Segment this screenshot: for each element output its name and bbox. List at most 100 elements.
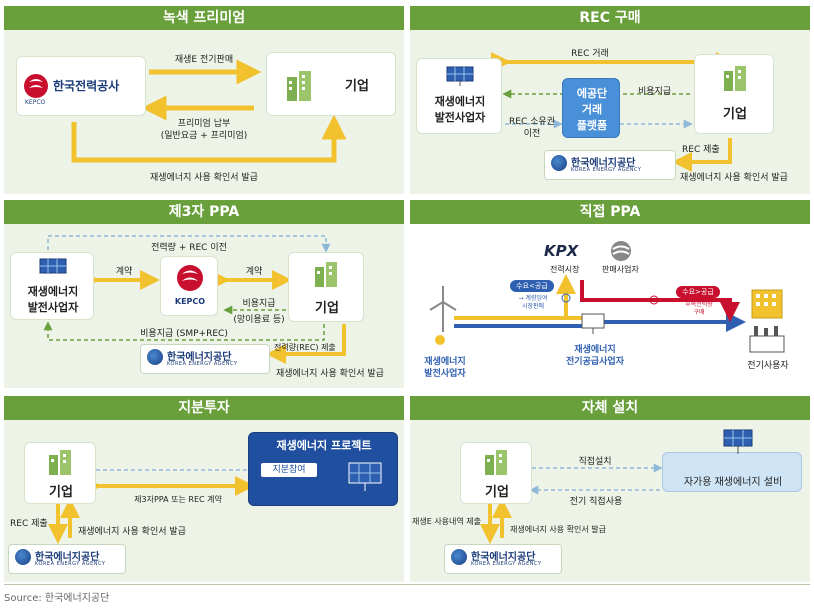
- label-cost1: 비용지급: [242, 299, 276, 309]
- demand-shortage-tag: 수요>공급 부족전력량 구매: [674, 286, 726, 318]
- kea-emblem-icon: [551, 155, 567, 171]
- label-certificate: 재생에너지 사용 확인서 발급: [510, 525, 606, 534]
- company-label: 기업: [723, 107, 747, 122]
- kepco-box: 한국전력공사 KEPCO: [16, 56, 146, 116]
- label-contract-left: 계약: [115, 267, 133, 277]
- panel-green-premium: 녹색 프리미엄 한국전력공사 KEPCO 기업 재생E 전기판매: [4, 6, 404, 194]
- bottom-divider: [4, 584, 810, 585]
- label-contract-right: 계약: [245, 267, 263, 277]
- kea-name: 한국에너지공단: [167, 352, 232, 363]
- generator-line2: 발전사업자: [424, 369, 466, 379]
- kepco-abbr: KEPCO: [25, 99, 46, 106]
- generator-line2: 발전사업자: [434, 111, 486, 124]
- flow-arrows: [480, 463, 663, 544]
- tag-shortage-2: 부족전력량: [685, 301, 713, 308]
- kepco-logo-icon: [177, 265, 203, 291]
- tag-shortage-1: 수요>공급: [676, 286, 720, 298]
- kea-emblem-icon: [15, 549, 31, 565]
- label-power-rec: 전력량 + REC 이전: [151, 243, 227, 253]
- solar-panel-icon: [348, 462, 382, 491]
- flow-arrows: [71, 59, 347, 163]
- equity-label: 지분참여: [261, 463, 317, 477]
- label-rec-submit: REC 제출: [10, 519, 48, 529]
- kea-box: 한국에너지공단 KOREA ENERGY AGENCY: [8, 544, 126, 574]
- building-icon: [49, 450, 71, 475]
- company-label: 기업: [485, 485, 509, 500]
- label-seller: 판매사업자: [602, 265, 639, 274]
- label-rec-transfer1: REC 소유권: [509, 117, 555, 127]
- tag-surplus-3: 시장판매: [521, 303, 545, 310]
- kea-name: 한국에너지공단: [571, 158, 636, 169]
- source-note: Source: 한국에너지공단: [4, 593, 110, 604]
- company-box: 기업: [266, 52, 396, 116]
- kea-emblem-icon: [451, 549, 467, 565]
- label-certificate: 재생에너지 사용 확인서 발급: [680, 173, 788, 183]
- solar-panel-icon: [39, 258, 67, 274]
- flow-arrows: [48, 465, 262, 544]
- panel-title: 제3자 PPA: [4, 200, 404, 224]
- label-power-submit: 전력량(REC) 제출: [274, 343, 336, 352]
- wind-turbine-icon: [429, 286, 457, 332]
- company-box: 기업: [288, 252, 364, 322]
- solar-panel-icon: [723, 429, 753, 454]
- solar-panel-icon: [446, 66, 474, 86]
- building-icon: [724, 66, 746, 91]
- panel-title: 지분투자: [4, 396, 404, 420]
- sun-icon: [435, 335, 445, 345]
- kea-sub: KOREA ENERGY AGENCY: [167, 361, 238, 367]
- panel-title: REC 구매: [410, 6, 810, 30]
- label-cost2: (망이용료 등): [233, 315, 285, 325]
- panel-title: 녹색 프리미엄: [4, 6, 404, 30]
- company-label: 기업: [315, 301, 339, 316]
- label-cost-smp: 비용지급 (SMP+REC): [140, 329, 228, 339]
- generator-line1: 재생에너지: [434, 95, 486, 108]
- label-rec-transfer2: 이전: [523, 129, 541, 139]
- label-usage-submit: 재생E 사용내역 제출: [412, 517, 482, 526]
- kepco-abbr: KEPCO: [174, 297, 206, 306]
- panel-title: 자체 설치: [410, 396, 810, 420]
- label-certificate: 재생에너지 사용 확인서 발급: [150, 173, 258, 183]
- label-market: 전력시장: [550, 265, 580, 274]
- kea-emblem-icon: [147, 349, 163, 365]
- tag-surplus-1: 수요<공급: [510, 280, 554, 292]
- label-cost-pay: 비용지급: [638, 87, 672, 97]
- kea-sub: KOREA ENERGY AGENCY: [571, 167, 642, 173]
- building-icon: [751, 289, 783, 319]
- tag-surplus-2: → 계량잉여: [518, 295, 548, 302]
- building-icon: [485, 450, 507, 475]
- kea-box: 한국에너지공단 KOREA ENERGY AGENCY: [140, 344, 270, 374]
- label-direct-install: 직접설치: [578, 457, 612, 467]
- seller-logo-icon: [611, 241, 631, 261]
- label-premium: 프리미엄 납부: [177, 119, 231, 129]
- label-certificate: 재생에너지 사용 확인서 발급: [276, 369, 384, 379]
- label-certificate: 재생에너지 사용 확인서 발급: [78, 527, 186, 537]
- facility-label: 자가용 재생에너지 설비: [683, 477, 783, 488]
- facility-box: 자가용 재생에너지 설비: [662, 452, 802, 492]
- tag-shortage-3: 구매: [693, 309, 705, 316]
- project-box: 재생에너지 프로젝트 지분참여: [248, 432, 398, 506]
- company-box: 기업: [460, 442, 532, 504]
- building-icon: [287, 71, 311, 101]
- panel-equity-investment: 지분투자 기업 재생에너지 프로젝트 지분참여 제3: [4, 396, 404, 582]
- panel-third-party-ppa: 제3자 PPA 재생에너지 발전사업자 KEPCO: [4, 200, 404, 388]
- company-box: 기업: [24, 442, 96, 504]
- kea-name: 한국에너지공단: [35, 552, 100, 563]
- supply-surplus-tag: 수요<공급 → 계량잉여 시장판매: [508, 280, 560, 312]
- kea-sub: KOREA ENERGY AGENCY: [471, 561, 542, 567]
- label-rec-submit: REC 제출: [682, 145, 720, 155]
- factory-icon: [749, 326, 785, 353]
- building-icon: [315, 262, 337, 287]
- kepco-logo-icon: [24, 74, 48, 98]
- generator-line2: 발전사업자: [27, 301, 79, 314]
- company-label: 기업: [49, 485, 73, 500]
- kea-box: 한국에너지공단 KOREA ENERGY AGENCY: [444, 544, 562, 574]
- generator-box: 재생에너지 발전사업자: [10, 252, 94, 320]
- label-consumer: 전기사용자: [747, 361, 789, 371]
- platform-line2: 거래: [581, 103, 603, 116]
- generator-box: 재생에너지 발전사업자: [416, 58, 502, 134]
- monitor-icon: [581, 313, 605, 334]
- platform-line3: 플랫폼: [576, 119, 608, 132]
- label-rec-trade: REC 거래: [571, 49, 609, 59]
- kepco-box: KEPCO: [160, 256, 218, 316]
- label-sales: 재생E 전기판매: [174, 55, 234, 65]
